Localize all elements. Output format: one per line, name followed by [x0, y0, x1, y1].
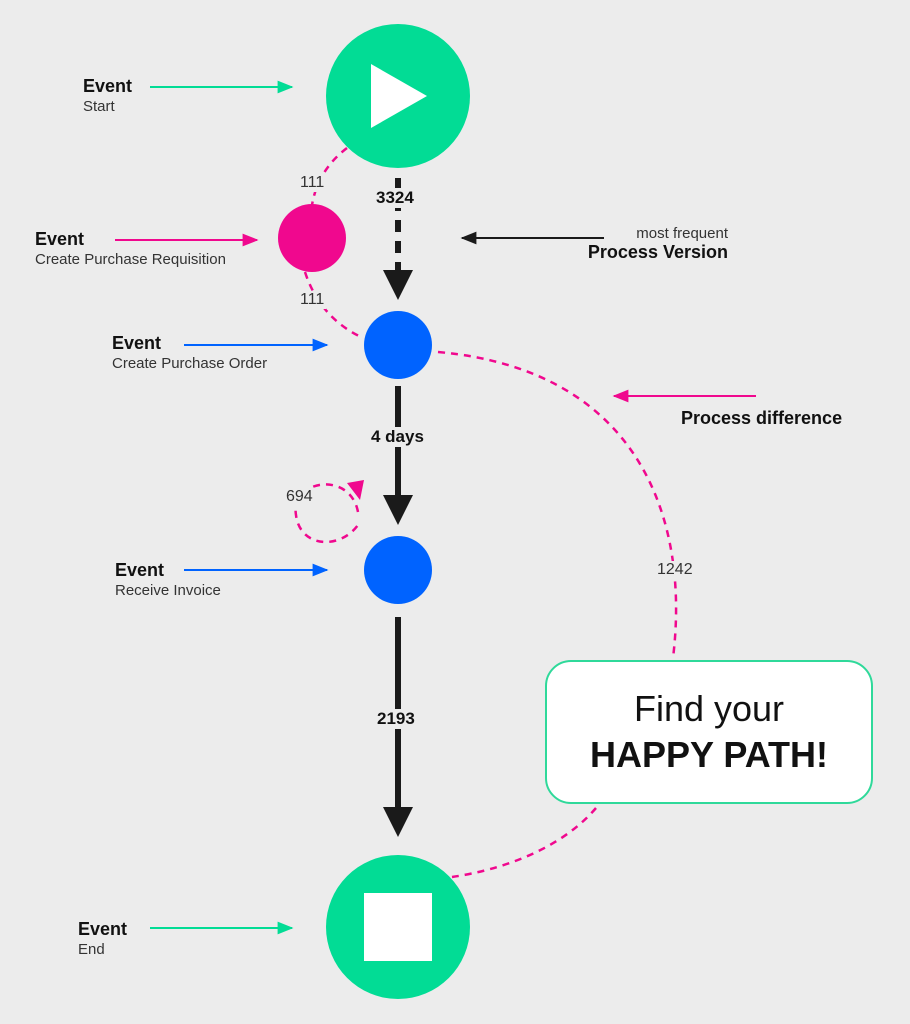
annotation-most-frequent-line1: most frequent	[636, 225, 728, 242]
event-title: Event	[115, 560, 165, 580]
event-subtitle: End	[78, 940, 105, 958]
annotation-most-frequent-line2: Process Version	[587, 242, 728, 263]
event-subtitle: Create Purchase Requisition	[35, 250, 226, 268]
annotation-process-difference: Process difference	[681, 408, 842, 429]
purchase-order-event-node[interactable]	[364, 311, 432, 379]
edge-label-invoice-loop: 694	[284, 488, 315, 506]
play-icon	[371, 64, 427, 128]
event-label-receive-invoice: Event Receive Invoice	[115, 560, 221, 599]
event-title: Event	[112, 333, 162, 353]
event-subtitle: Receive Invoice	[115, 581, 221, 599]
event-label-requisition: Event Create Purchase Requisition	[35, 229, 226, 268]
stop-icon	[364, 893, 432, 961]
callout-line2: HAPPY PATH!	[589, 734, 829, 775]
edge-label-requisition-to-order: 111	[298, 291, 327, 309]
edge-label-start-to-requisition: 111	[298, 174, 327, 192]
loop-arrowhead-icon	[347, 480, 364, 500]
edge-label-order-to-invoice: 4 days	[369, 427, 426, 447]
event-label-end: Event End	[78, 919, 127, 958]
edge-order-to-end-tail	[451, 807, 597, 879]
event-label-purchase-order: Event Create Purchase Order	[112, 333, 267, 372]
edge-invoice-loop	[294, 483, 360, 544]
edge-label-order-to-end: 1242	[655, 561, 695, 579]
event-title: Event	[78, 919, 128, 939]
event-subtitle: Start	[83, 97, 115, 115]
happy-path-callout: Find your HAPPY PATH!	[545, 660, 873, 804]
annotation-most-frequent: most frequent Process Version	[588, 224, 728, 263]
edge-requisition-to-order	[303, 271, 364, 340]
edge-label-invoice-to-end: 2193	[375, 709, 417, 729]
event-title: Event	[35, 229, 85, 249]
annotation-process-difference-text: Process difference	[681, 408, 843, 428]
event-subtitle: Create Purchase Order	[112, 354, 268, 372]
event-title: Event	[83, 76, 133, 96]
edge-start-to-requisition	[310, 147, 348, 206]
event-label-start: Event Start	[83, 76, 132, 115]
receive-invoice-event-node[interactable]	[364, 536, 432, 604]
edge-order-to-end	[437, 350, 678, 659]
requisition-event-node[interactable]	[278, 204, 346, 272]
edge-label-start-to-order: 3324	[374, 188, 416, 208]
callout-line1: Find your	[633, 688, 785, 729]
